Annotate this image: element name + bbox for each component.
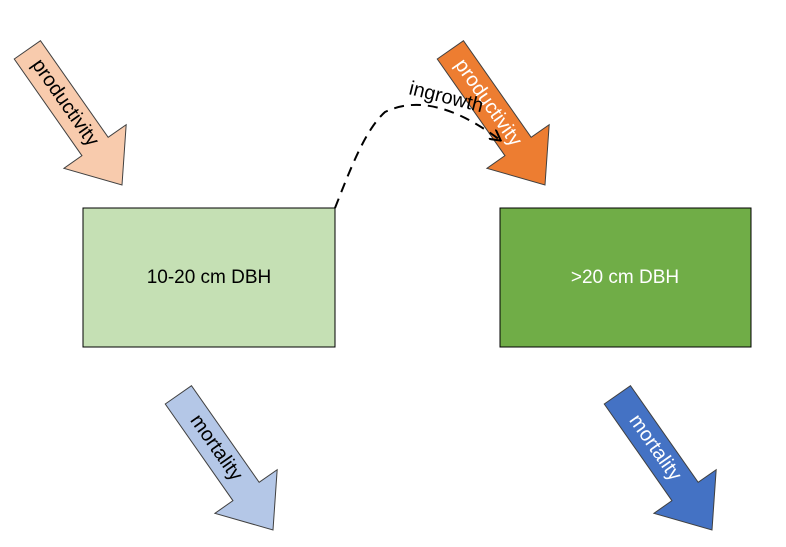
- box-large-label: >20 cm DBH: [571, 267, 679, 288]
- productivity-arrow-small: productivity: [13, 39, 127, 186]
- mortality-arrow-small: mortality: [164, 384, 278, 531]
- ingrowth-dashed-arrow: [334, 103, 500, 209]
- productivity-label-small: productivity: [27, 55, 103, 150]
- box-small-trees: 10-20 cm DBH: [82, 207, 336, 348]
- mortality-arrow-large: mortality: [603, 384, 717, 531]
- productivity-arrow-large: productivity: [436, 39, 550, 186]
- ingrowth-connector: ingrowth: [334, 77, 500, 209]
- box-small-label: 10-20 cm DBH: [147, 267, 272, 288]
- box-large-trees: >20 cm DBH: [499, 207, 752, 348]
